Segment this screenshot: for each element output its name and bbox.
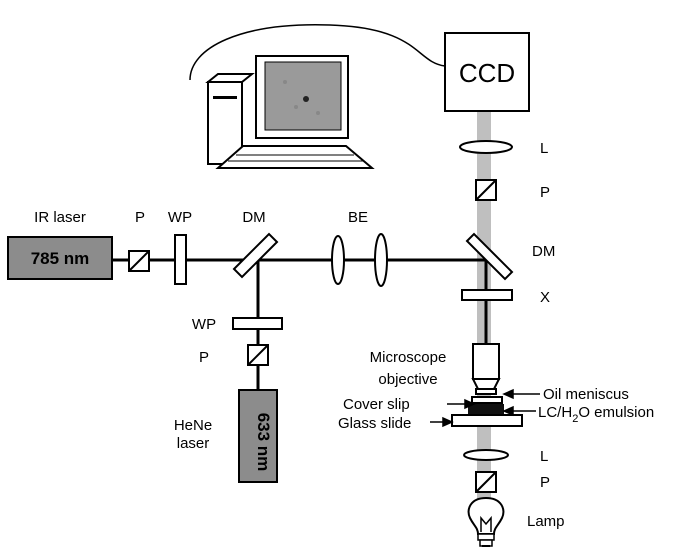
microscope-objective [471,343,501,395]
hene-laser-label-line2: laser [177,435,210,452]
lens-upper [459,140,513,154]
oil-meniscus-label: Oil meniscus [543,386,629,403]
polarizer-upper-label: P [540,184,550,201]
waveplate-ir-label: WP [168,209,192,226]
emulsion-sample [468,404,504,415]
emulsion-label: LC/H2O emulsion [538,404,654,425]
glass-slide [451,414,523,427]
lens-lower [463,449,509,461]
ir-wavelength-label: 785 nm [31,249,90,268]
hene-laser-box [238,389,278,483]
polarizer-lower-label: P [540,474,550,491]
waveplate-hene [232,317,283,330]
lens-upper-label: L [540,140,548,157]
dichroic-mirror-1-label: DM [242,209,265,226]
computer-icon [205,55,375,169]
objective-label-line2: objective [378,371,437,388]
polarizer-lower [475,471,497,493]
beam-expander-lens-1 [331,235,345,285]
polarizer-hene [247,344,269,366]
dichroic-mirror-2 [465,232,514,281]
polarizer-ir-label: P [135,209,145,226]
ir-laser-label: IR laser [34,209,86,226]
lamp-label: Lamp [527,513,565,530]
ccd-label: CCD [459,58,515,88]
cover-slip [471,396,503,404]
ccd-camera [444,32,530,112]
hene-wavelength-label: 633 nm [254,413,273,472]
waveplate-ir [174,234,187,285]
ir-laser-box [7,236,113,280]
polarizer-upper [475,179,497,201]
glass-slide-label: Glass slide [338,415,411,432]
x-element-label: X [540,289,550,306]
x-element [461,289,513,301]
beam-expander-lens-2 [374,233,388,287]
beam-expander-label: BE [348,209,368,226]
data-cable [189,24,446,81]
lens-lower-label: L [540,448,548,465]
waveplate-hene-label: WP [192,316,216,333]
hene-laser-label-line1: HeNe [174,417,212,434]
dichroic-mirror-2-label: DM [532,243,555,260]
cover-slip-label: Cover slip [343,396,410,413]
polarizer-hene-label: P [199,349,209,366]
objective-label-line1: Microscope [370,349,447,366]
annotation-arrows [430,388,540,428]
polarizer-ir [128,250,150,272]
lamp-bulb-icon [467,496,505,547]
dichroic-mirror-1 [232,232,279,279]
